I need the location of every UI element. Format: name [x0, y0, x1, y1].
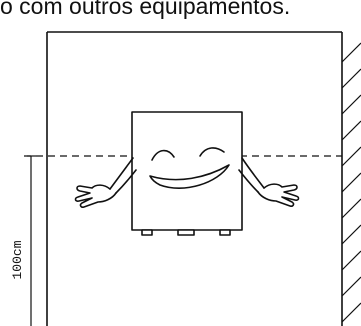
height-dimension: [27, 155, 36, 326]
right-eye: [199, 147, 225, 157]
right-arm-lower: [238, 169, 259, 193]
left-arm: [109, 157, 134, 190]
right-arm: [241, 157, 265, 189]
left-eye: [151, 149, 175, 161]
left-hand: [74, 184, 117, 208]
smiling-unit-icon: [74, 111, 300, 236]
caption-text: o com outros equipamentos.: [0, 0, 291, 19]
wall-hatch-icon: [341, 42, 361, 323]
unit-body: [131, 111, 243, 231]
height-label: 100cm: [10, 240, 25, 279]
unit-feet: [141, 229, 231, 236]
right-hand: [257, 183, 300, 207]
alcove-outline: [46, 31, 343, 326]
left-arm-lower: [115, 169, 137, 194]
smile-mouth: [149, 164, 230, 189]
